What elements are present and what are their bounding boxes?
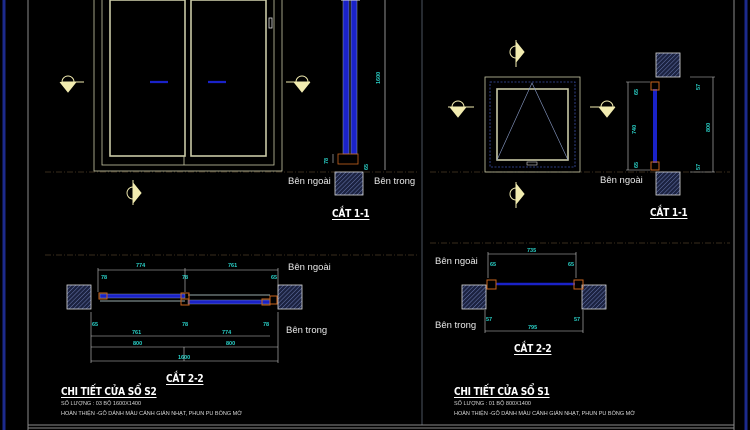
s1-cat22-title: CẮT 2-2 — [514, 342, 552, 355]
s2-cat22-dim-row1-left: 761 — [132, 330, 142, 336]
s2-cat22-dim-small-1: 78 — [101, 275, 108, 281]
s2-section-1-1 — [332, 0, 386, 196]
s2-cat22-inside-label: Bên trong — [286, 325, 328, 336]
s1-cat11-outside-label: Bên ngoài — [600, 175, 643, 186]
s1-cat11-dim-bottom-small: 65 — [634, 161, 640, 168]
s2-cat11-inside-label: Bên trong — [374, 176, 416, 187]
s1-cat11-dim-top-small: 65 — [634, 88, 640, 95]
s2-cat22-dim-small-2: 78 — [182, 275, 189, 281]
s1-cat22-dim-bottom: 795 — [528, 325, 538, 331]
s2-cat22-dim-top-left: 774 — [136, 263, 146, 269]
window-handle-icon — [268, 17, 273, 29]
s2-cat22-dim-row2-left: 800 — [133, 341, 143, 347]
s1-cat22-dim-top-left: 65 — [490, 262, 497, 268]
s2-cat22-dim-small-3: 65 — [271, 275, 278, 281]
s1-cat22-dim-top-right: 65 — [568, 262, 575, 268]
window-latch-icon — [526, 161, 538, 166]
s1-cat11-title: CẮT 1-1 — [650, 206, 688, 219]
s2-cat11-dim-78: 78 — [324, 157, 330, 164]
section-marker-icon — [59, 75, 311, 205]
s2-spec-finish: HOÀN THIỆN -GỖ DÁNH MÀU CÁNH GIÁN NHẠT, … — [61, 411, 242, 417]
s2-cat11-outside-label: Bên ngoài — [288, 176, 331, 187]
section-marker-icon — [448, 40, 616, 208]
s2-window-elevation — [93, 0, 283, 172]
s2-cat22-outside-label: Bên ngoài — [288, 262, 331, 273]
s1-cat22-dim-bottom-left: 57 — [486, 317, 493, 323]
s1-spec-quantity: SỐ LƯỢNG : 01 BỘ 800X1400 — [454, 401, 531, 407]
s2-cat22-dim-row2-right: 800 — [226, 341, 236, 347]
s2-spec-quantity: SỐ LƯỢNG : 03 BỘ 1600X1400 — [61, 401, 142, 407]
s1-spec-title: CHI TIẾT CỬA SỔ S1 — [454, 385, 550, 398]
s2-cat22-dim-bsmall-3: 78 — [263, 322, 270, 328]
s1-window-elevation — [484, 76, 581, 173]
s2-cat22-dim-total: 1600 — [178, 355, 191, 361]
s1-cat11-dim-right-top: 57 — [696, 83, 702, 90]
s1-spec-finish: HOÀN THIỆN -GỖ DÁNH MÀU CÁNH GIÁN NHẠT, … — [454, 411, 635, 417]
s2-cat11-title: CẮT 1-1 — [332, 207, 370, 220]
s1-section-2-2 — [461, 252, 607, 333]
s2-cat11-dim-height: 1600 — [376, 71, 382, 84]
s1-cat11-dim-inner: 740 — [632, 124, 638, 134]
s1-cat22-dim-top: 735 — [527, 248, 537, 254]
s1-cat11-dim-outer: 800 — [706, 122, 712, 132]
s1-cat11-dim-right-bottom: 57 — [696, 163, 702, 170]
s2-spec-title: CHI TIẾT CỬA SỔ S2 — [61, 385, 157, 398]
s2-section-2-2 — [66, 268, 303, 363]
s1-cat22-inside-label: Bên trong — [435, 320, 477, 331]
s2-cat22-dim-top-right: 761 — [228, 263, 238, 269]
s1-cat22-dim-bottom-right: 57 — [574, 317, 581, 323]
s2-cat11-dim-65: 65 — [364, 163, 370, 170]
s2-cat22-dim-bsmall-1: 65 — [92, 322, 99, 328]
s1-section-1-1 — [626, 52, 715, 196]
s2-cat22-dim-row1-right: 774 — [222, 330, 232, 336]
s1-cat22-outside-label: Bên ngoài — [435, 256, 478, 267]
s2-cat22-title: CẮT 2-2 — [166, 372, 204, 385]
s2-cat22-dim-bsmall-2: 78 — [182, 322, 189, 328]
